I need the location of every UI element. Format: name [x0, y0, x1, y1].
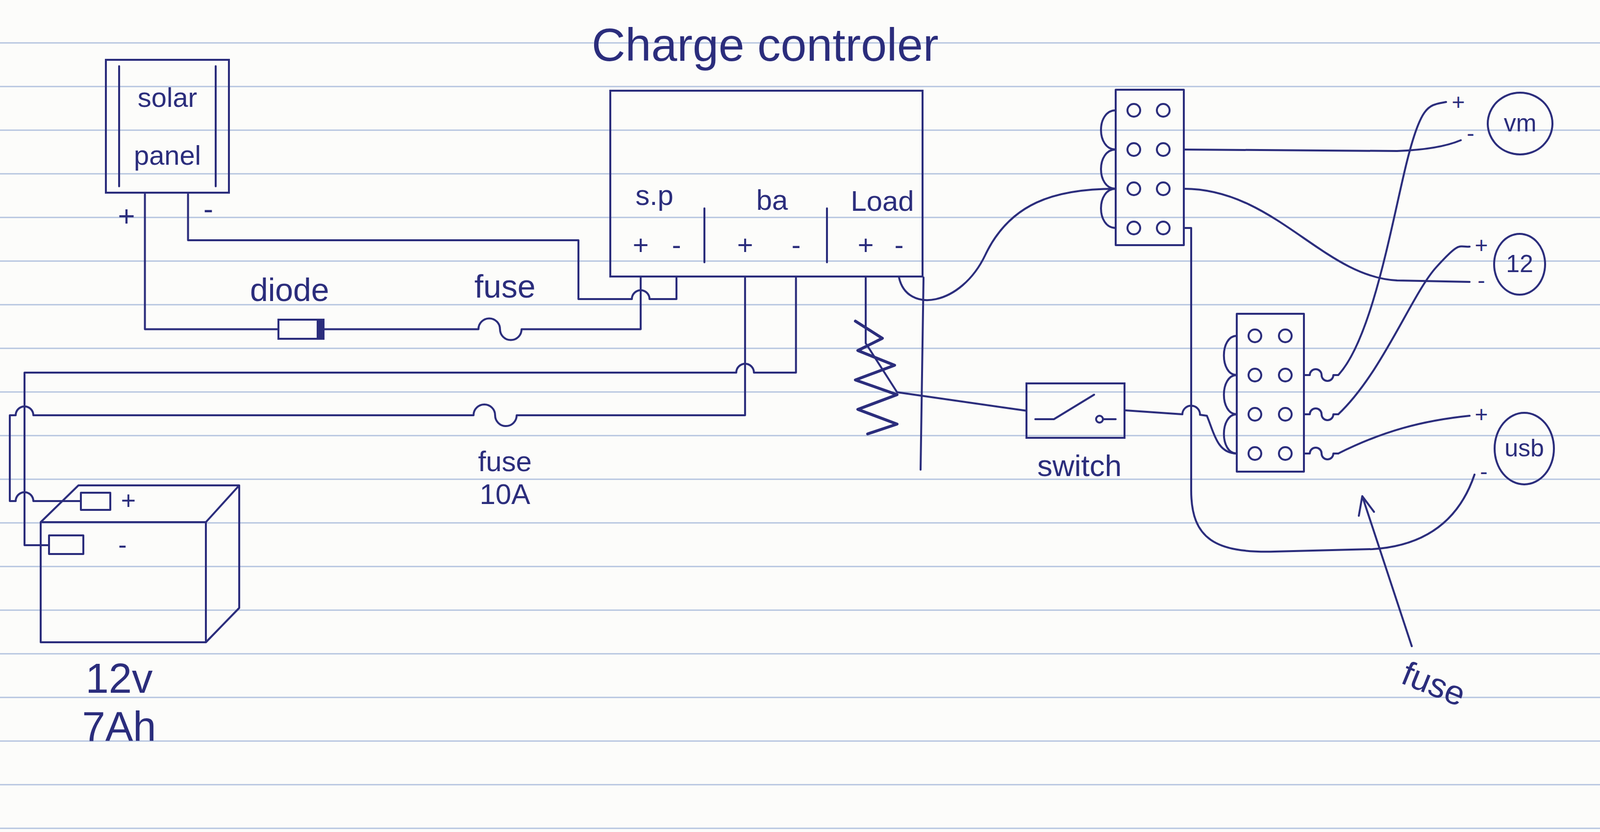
label-spot: +: [117, 199, 135, 233]
node-text: vm: [1503, 109, 1537, 138]
label-spot: -: [1477, 267, 1485, 294]
controller-border-extension: [920, 277, 924, 470]
terminal-dividers: [704, 208, 827, 263]
label-spot: fuse: [474, 268, 536, 306]
switch-to-block-wire: [1125, 405, 1237, 454]
solar-panel-box: solar panel: [104, 58, 230, 194]
wire-label: +: [1451, 89, 1466, 115]
text-holder: Charge controler: [591, 18, 939, 72]
terminal-holes: [1248, 329, 1292, 460]
wire-label: Load: [850, 184, 914, 217]
wire: [865, 277, 1026, 411]
text-holder: 12v 7Ah: [55, 654, 183, 751]
output-circle: 12: [1493, 232, 1547, 296]
label-spot: -: [894, 229, 904, 261]
label-spot: +: [1475, 232, 1489, 259]
label-spot: fuse 10A: [463, 445, 547, 511]
battery-outline: [40, 485, 240, 643]
battery: 12v 7Ah: [40, 485, 240, 643]
battery-leads: [40, 500, 81, 546]
wire-label: s.p: [635, 178, 674, 211]
label-spot: ba: [756, 183, 789, 217]
wire-label: -: [672, 229, 682, 261]
jumper-loops: [1224, 335, 1237, 454]
wire-label: fuse: [474, 268, 536, 305]
terminal-block: [1115, 89, 1184, 246]
wire-label: +: [632, 229, 650, 261]
wire: [9, 277, 746, 501]
switch-box: switch: [1025, 382, 1126, 439]
wire-label: +: [857, 229, 875, 261]
label-spot: +: [1451, 89, 1466, 116]
vm-negative-wire: [1183, 140, 1461, 151]
label-spot: +: [121, 486, 136, 516]
wire: [24, 277, 797, 546]
fuse-symbols: [1303, 369, 1339, 460]
node-text: diode: [250, 271, 330, 308]
terminal-holes: [1127, 103, 1170, 235]
label-spot: +: [632, 229, 650, 261]
positive-wires: [1338, 101, 1470, 454]
wire-label: -: [1477, 267, 1485, 294]
node-text: solar panel: [106, 68, 228, 184]
wire-label: -: [118, 530, 127, 559]
fuse-leader-arrow: [1358, 496, 1412, 647]
label-spot: Load: [850, 184, 914, 218]
twelve-negative-wire: [1183, 188, 1470, 282]
switch-symbol: [1035, 394, 1116, 423]
wire-label: -: [1479, 458, 1488, 485]
node-text: 12v 7Ah: [55, 654, 183, 751]
wire-label: -: [203, 192, 214, 225]
wire-label: -: [1466, 120, 1475, 147]
label-spot: +: [857, 229, 875, 261]
negative-common-wire: [1183, 227, 1475, 552]
label-spot: +: [1475, 401, 1489, 428]
wire-label: +: [121, 486, 136, 515]
label-spot: s.p: [635, 178, 674, 212]
wire-label: +: [117, 199, 135, 233]
terminal-block: [1236, 313, 1304, 472]
wire-label: +: [1475, 232, 1489, 258]
text-holder: switch: [1037, 448, 1122, 483]
output-circle: usb: [1493, 411, 1555, 486]
scribble: [855, 321, 898, 434]
label-spot: -: [118, 530, 127, 560]
label-spot: fuse: [1396, 653, 1472, 715]
output-circle: vm: [1486, 91, 1554, 156]
wire-label: +: [1475, 401, 1489, 427]
label-spot: -: [672, 229, 682, 261]
connector-group: [9, 193, 1026, 546]
node-text: usb: [1504, 434, 1545, 463]
node-text: 12: [1505, 250, 1534, 279]
wire-label: fuse: [1396, 653, 1472, 714]
wire-label: -: [791, 229, 801, 261]
wire-label: fuse 10A: [463, 445, 547, 511]
wire-label: +: [737, 229, 754, 261]
node-text: switch: [1037, 448, 1122, 483]
text-holder: diode: [250, 271, 330, 309]
label-spot: +: [737, 229, 754, 261]
wire-label: -: [894, 229, 904, 261]
label-spot: -: [791, 229, 801, 261]
label-spot: -: [1479, 458, 1488, 485]
label-spot: -: [1466, 120, 1475, 147]
wire-label: ba: [756, 183, 789, 216]
load-negative-wire: [899, 188, 1116, 300]
node-text: Charge controler: [591, 18, 939, 71]
jumper-loops: [1100, 110, 1116, 228]
diode-symbol: diode: [277, 318, 325, 340]
label-spot: -: [203, 191, 214, 226]
